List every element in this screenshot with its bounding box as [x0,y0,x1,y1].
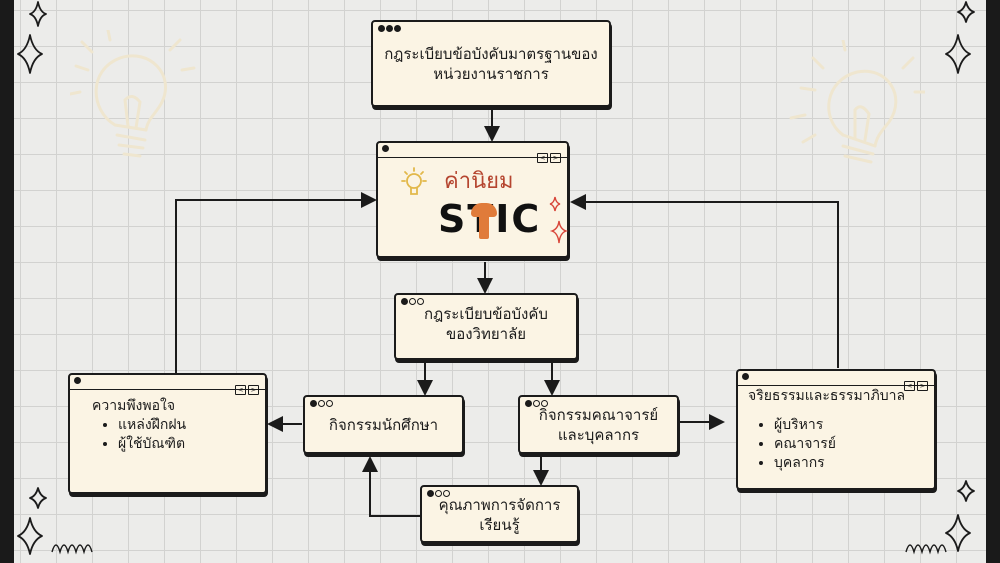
node-government-regulations: กฎระเบียบข้อบังคับมาตรฐานของ หน่วยงานราช… [371,20,611,107]
node-faculty-activities: กิจกรรมคณาจารย์ และบุคลากร [518,395,679,454]
node-learning-quality: คุณภาพการจัดการ เรียนรู้ [420,485,579,543]
node-label-line1: กฎระเบียบข้อบังคับ [424,305,548,323]
satisfaction-title: ความพึงพอใจ [92,398,176,414]
window-dots-icon [378,25,402,35]
sparkle-red-icon [549,196,568,244]
ethics-item: บุคลากร [774,454,905,473]
window-back-icon: < [235,385,246,395]
window-dots-icon [310,400,334,410]
window-titlebar: <> [378,143,567,163]
node-label-line2: เรียนรู้ [479,516,520,534]
node-label-line1: กฎระเบียบข้อบังคับมาตรฐานของ [384,45,598,63]
arrow-ethics-to-center [570,194,839,368]
window-back-icon: < [904,381,915,391]
node-ethics-governance: <> จริยธรรมและธรรมาภิบาล ผู้บริหาร คณาจา… [736,369,936,490]
window-back-icon: < [537,153,548,163]
values-heading: ค่านิยม [444,169,514,194]
node-college-regulations: กฎระเบียบข้อบังคับ ของวิทยาลัย [394,293,578,360]
window-forward-icon: > [550,153,561,163]
node-label-line2: หน่วยงานราชการ [433,65,549,83]
ethics-title: จริยธรรมและธรรมาภิบาล [748,388,906,404]
window-titlebar: <> [738,371,934,391]
node-label-line2: ของวิทยาลัย [445,325,527,343]
arrow-satisfaction-to-center [175,192,377,374]
satisfaction-item: ผู้ใช้บัณฑิต [118,435,186,454]
window-forward-icon: > [248,385,259,395]
node-student-activities: กิจกรรมนักศึกษา [303,395,464,454]
lightbulb-right-icon [789,40,925,164]
satisfaction-item: แหล่งฝึกฝน [118,416,186,435]
lightbulb-left-icon [70,30,196,158]
window-titlebar: <> [70,375,265,395]
ethics-item: ผู้บริหาร [774,416,905,435]
window-dots-icon [525,400,549,410]
stic-t-accent [471,197,497,243]
arrow-quality-to-student [362,456,420,517]
node-satisfaction: <> ความพึงพอใจ แหล่งฝึกฝน ผู้ใช้บัณฑิต [68,373,267,494]
node-values-stic: <> ค่านิยม STIC [376,141,569,258]
node-label-line1: กิจกรรมคณาจารย์ [538,406,659,424]
window-forward-icon: > [917,381,928,391]
lightbulb-icon [401,167,427,195]
ethics-item: คณาจารย์ [774,435,905,454]
window-dots-icon [401,298,425,308]
node-label-line2: และบุคลากร [557,426,640,444]
node-label-line1: คุณภาพการจัดการ [438,496,561,514]
window-dots-icon [427,490,451,500]
node-label: กิจกรรมนักศึกษา [328,416,439,434]
